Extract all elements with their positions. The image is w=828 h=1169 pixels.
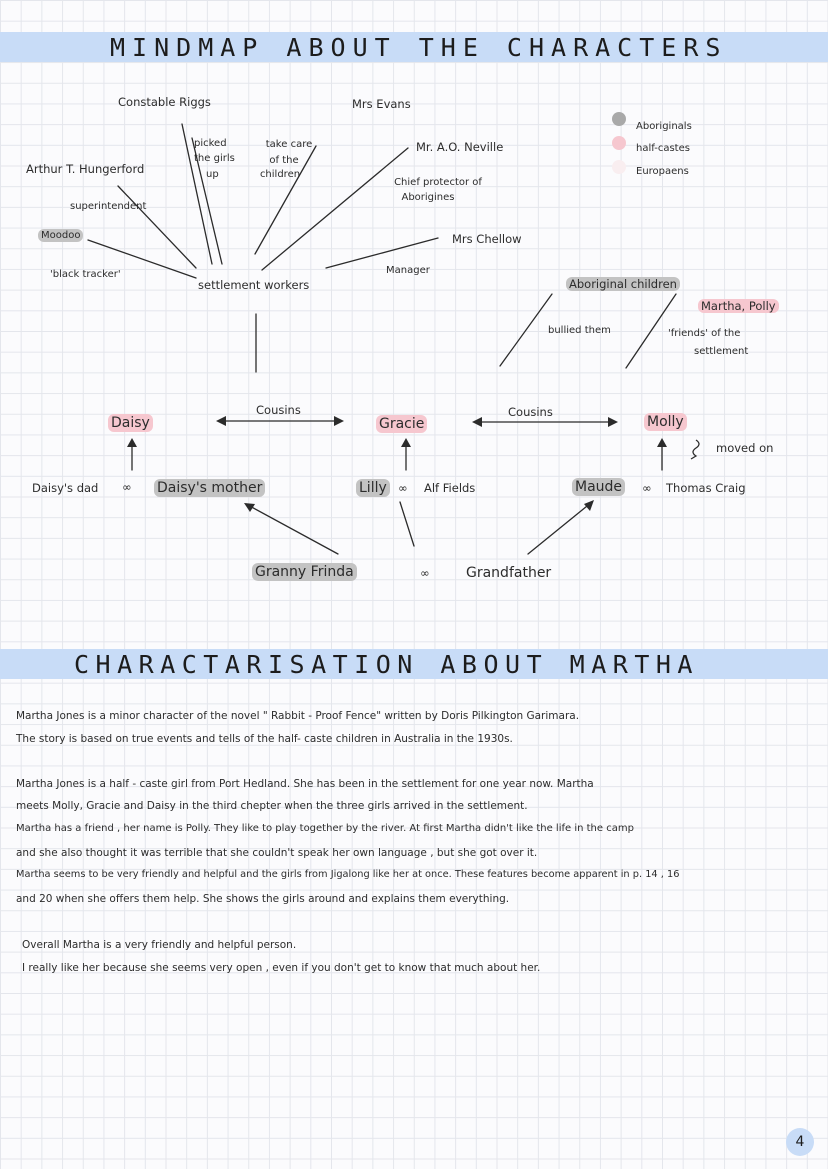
- legend-dot-half-castes: [612, 136, 626, 150]
- line-picked-up: [191, 137, 223, 265]
- arrow-gracie: [401, 438, 411, 447]
- maude: Maude: [572, 478, 626, 496]
- picked-girls-up-line-3: up: [206, 169, 219, 180]
- line-neville: [261, 147, 409, 271]
- arthur-hungerford: Arthur T. Hungerford: [26, 162, 145, 176]
- marriage-symbol-maude: ∞: [642, 481, 652, 495]
- molly: Molly: [644, 413, 687, 431]
- marriage-symbol-grandparents: ∞: [420, 566, 430, 580]
- picked-girls-up-line-2: the girls: [194, 153, 235, 164]
- arrow-daisy: [127, 438, 137, 447]
- mindmap-title-band: [0, 32, 828, 62]
- take-care-line-1: take care: [265, 139, 313, 150]
- page-number: 4: [786, 1128, 814, 1156]
- mindmap-title: MINDMAP ABOUT THE CHARACTERS: [110, 33, 728, 62]
- paragraph-2-line-6: and 20 when she offers them help. She sh…: [16, 893, 510, 905]
- cousins-left: Cousins: [256, 403, 301, 417]
- marriage-symbol-daisy: ∞: [122, 480, 132, 494]
- mindmap-lines: [87, 123, 700, 555]
- take-care-line-3: children: [259, 169, 301, 180]
- line-granny-lilly: [399, 501, 415, 547]
- line-grandfather-maude: [527, 501, 593, 555]
- grandfather: Grandfather: [466, 565, 552, 581]
- daisys-dad: Daisy's dad: [32, 481, 99, 495]
- line-riggs: [181, 123, 213, 265]
- settlement-workers-hub: settlement workers: [198, 278, 310, 292]
- granny-frinda: Granny Frinda: [252, 563, 357, 581]
- marriage-symbol-lilly: ∞: [398, 481, 408, 495]
- mrs-chellow: Mrs Chellow: [452, 232, 522, 246]
- gracie: Gracie: [376, 415, 428, 433]
- chief-protector-line-1: Chief protector of: [394, 177, 482, 188]
- superintendent: superintendent: [70, 201, 147, 212]
- chief-protector-line-2: Aborigines: [401, 192, 455, 203]
- paragraph-2-line-4: and she also thought it was terrible tha…: [16, 847, 538, 859]
- friends-of-settlement-line-1: 'friends' of the: [668, 328, 741, 339]
- arrow-cousins-right-b: [608, 417, 618, 427]
- moved-on: moved on: [716, 441, 774, 455]
- lilly: Lilly: [356, 479, 390, 497]
- line-chellow: [325, 237, 439, 269]
- paragraph-2-line-1: Martha Jones is a half - caste girl from…: [16, 778, 594, 790]
- arrow-daisys-mother: [244, 503, 255, 512]
- mr-neville: Mr. A.O. Neville: [416, 140, 504, 154]
- take-care-line-2: of the: [269, 155, 299, 166]
- mrs-evans: Mrs Evans: [352, 97, 411, 111]
- thomas-craig: Thomas Craig: [666, 481, 746, 495]
- line-granny-daisys-mother: [245, 503, 339, 555]
- moodoo: Moodoo: [38, 229, 84, 242]
- legend-dot-aboriginals: [612, 112, 626, 126]
- paragraph-2-line-2: meets Molly, Gracie and Daisy in the thi…: [16, 800, 528, 812]
- legend-label-aboriginals: Aboriginals: [636, 121, 692, 132]
- legend-label-europeans: Europaens: [636, 166, 689, 177]
- friends-of-settlement-line-2: settlement: [694, 346, 749, 357]
- bullied-them: bullied them: [548, 325, 611, 336]
- manager: Manager: [386, 265, 430, 276]
- paragraph-3-line-2: I really like her because she seems very…: [22, 962, 541, 974]
- black-tracker: 'black tracker': [50, 269, 121, 280]
- line-bullied-1: [499, 293, 553, 367]
- line-bullied-2: [625, 293, 677, 369]
- legend-dot-europeans: [612, 160, 626, 174]
- constable-riggs: Constable Riggs: [118, 95, 211, 109]
- characterisation-title-band: [0, 649, 828, 679]
- paragraph-2-line-3: Martha has a friend , her name is Polly.…: [16, 823, 634, 834]
- arrow-maude: [584, 500, 594, 511]
- paragraph-1-line-2: The story is based on true events and te…: [16, 733, 513, 745]
- line-take-care: [254, 145, 317, 255]
- arrow-molly: [657, 438, 667, 447]
- daisys-mother: Daisy's mother: [154, 479, 266, 497]
- martha-polly: Martha, Polly: [698, 299, 779, 313]
- characterisation-title: CHARACTARISATION ABOUT MARTHA: [74, 650, 699, 679]
- picked-girls-up-line-1: picked: [194, 138, 227, 149]
- line-moodoo: [87, 239, 197, 279]
- arrow-cousins-left-a: [216, 416, 226, 426]
- cousins-right: Cousins: [508, 405, 553, 419]
- legend-label-half-castes: half-castes: [636, 143, 690, 154]
- arrow-cousins-left-b: [334, 416, 344, 426]
- paragraph-3-line-1: Overall Martha is a very friendly and he…: [22, 939, 297, 951]
- daisy: Daisy: [108, 414, 153, 432]
- aboriginal-children: Aboriginal children: [566, 277, 680, 291]
- squiggle-moved-on: [690, 439, 700, 460]
- paragraph-1-line-1: Martha Jones is a minor character of the…: [16, 710, 580, 722]
- line-hungerford: [117, 185, 197, 269]
- paragraph-2-line-5: Martha seems to be very friendly and hel…: [16, 869, 680, 880]
- arrow-cousins-right-a: [472, 417, 482, 427]
- alf-fields: Alf Fields: [424, 481, 476, 495]
